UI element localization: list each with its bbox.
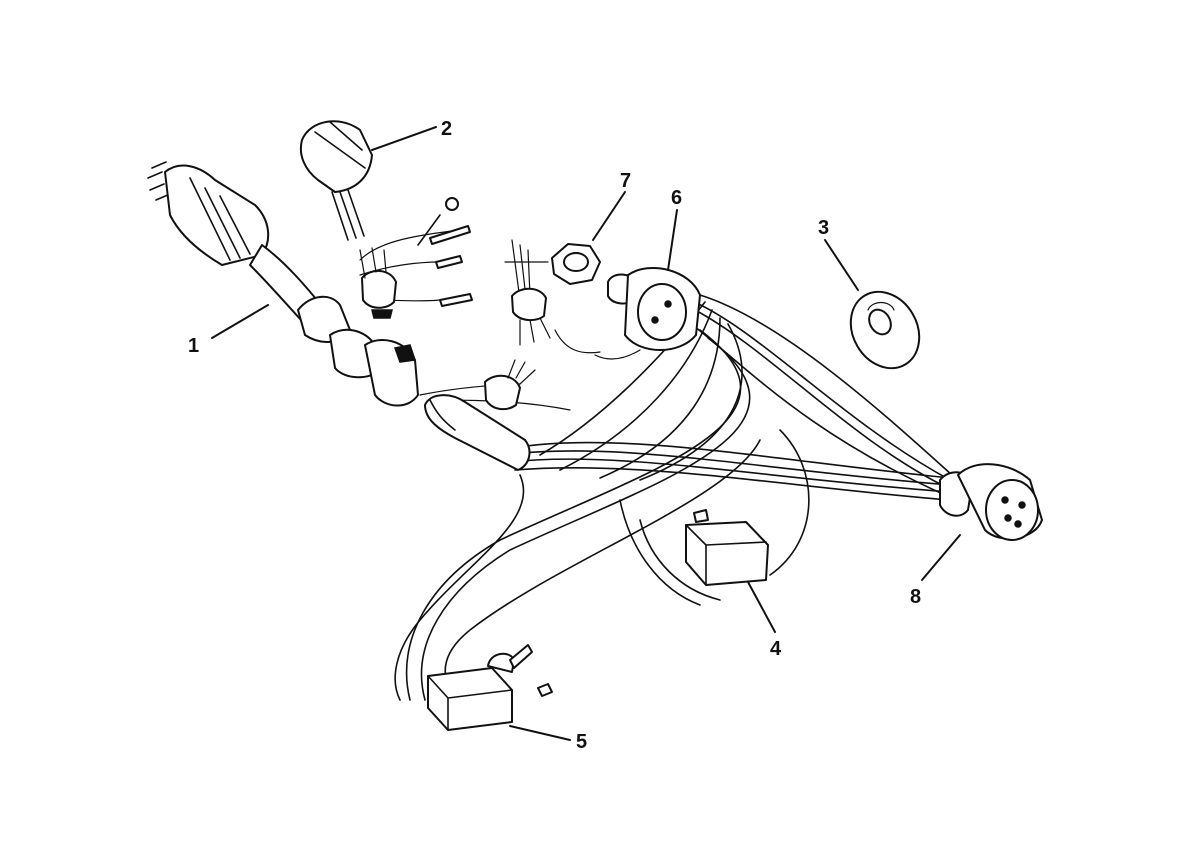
callout-5: 5 bbox=[576, 731, 587, 753]
leader-lines bbox=[211, 126, 961, 741]
part-4-block bbox=[685, 509, 769, 586]
wire-sleeve bbox=[424, 394, 531, 471]
callout-8: 8 bbox=[910, 586, 921, 608]
part-3-grommet bbox=[849, 290, 921, 370]
part-6-connector bbox=[607, 266, 701, 351]
leader-3 bbox=[824, 239, 859, 291]
leader-5 bbox=[509, 725, 571, 741]
leader-7 bbox=[592, 191, 626, 241]
leader-2 bbox=[371, 126, 437, 151]
part-8-connector bbox=[939, 463, 1043, 541]
callout-2: 2 bbox=[441, 118, 452, 140]
splice-center bbox=[484, 239, 551, 411]
leader-8 bbox=[921, 534, 961, 581]
part-7-nut bbox=[551, 243, 601, 285]
callout-6: 6 bbox=[671, 187, 682, 209]
part-2-connector bbox=[299, 120, 473, 319]
callouts: 1 2 3 4 5 6 7 8 bbox=[188, 118, 921, 753]
callout-3: 3 bbox=[818, 217, 829, 239]
callout-4: 4 bbox=[770, 638, 782, 660]
part-1-connector-cable bbox=[147, 161, 419, 407]
callout-7: 7 bbox=[620, 170, 631, 192]
leader-1 bbox=[211, 304, 269, 339]
leader-6 bbox=[667, 209, 678, 271]
callout-1: 1 bbox=[188, 335, 199, 357]
part-5-switch bbox=[427, 644, 553, 731]
leader-4 bbox=[747, 581, 776, 633]
